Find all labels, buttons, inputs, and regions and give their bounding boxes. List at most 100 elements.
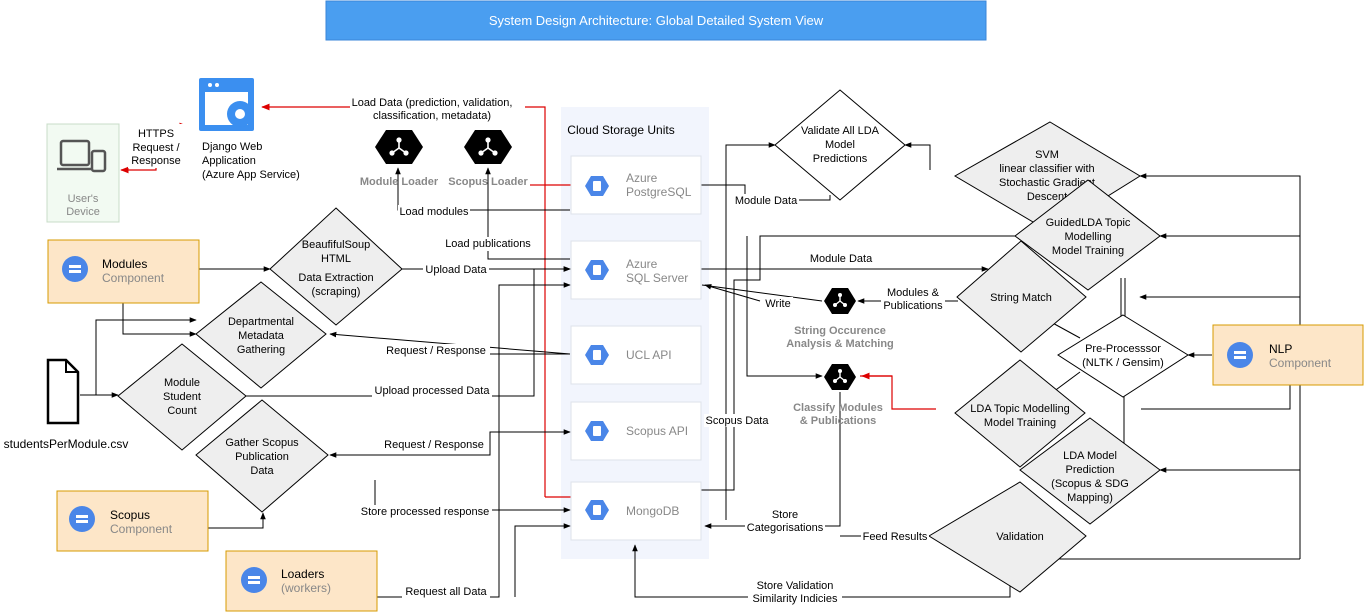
svg-text:Request / Response: Request / Response <box>384 439 484 451</box>
csv-file[interactable]: studentsPerModule.csv <box>4 358 129 451</box>
process-student-count[interactable]: Module Student Count <box>117 343 247 451</box>
nlp-name: NLP <box>1269 342 1292 356</box>
component-icon <box>241 567 267 593</box>
svg-text:Application: Application <box>202 155 256 167</box>
diagram-title: System Design Architecture: Global Detai… <box>489 13 824 28</box>
svg-text:UCL API: UCL API <box>626 348 672 362</box>
svg-text:Pre-Processsor: Pre-Processsor <box>1085 343 1161 355</box>
svg-text:BeaufifulSoup: BeaufifulSoup <box>302 239 371 251</box>
svg-text:Predictions: Predictions <box>813 153 868 165</box>
svg-text:PostgreSQL: PostgreSQL <box>626 185 692 199</box>
component-icon <box>69 506 95 532</box>
file-icon <box>46 358 80 425</box>
edge-labels: Upload Data Request / Response Upload pr… <box>358 194 945 605</box>
svg-text:Feed Results: Feed Results <box>863 531 928 543</box>
svg-text:SQL Server: SQL Server <box>626 271 688 285</box>
device-label-1: User's <box>68 193 99 205</box>
scopus-type: Component <box>110 522 173 536</box>
loaders-name: Loaders <box>281 567 324 581</box>
svg-text:Scopus API: Scopus API <box>626 424 688 438</box>
svg-text:Request all Data: Request all Data <box>405 586 487 598</box>
svg-text:Upload Data: Upload Data <box>425 264 487 276</box>
svg-text:linear classifier with: linear classifier with <box>999 163 1094 175</box>
storage-mongodb[interactable]: MongoDB <box>570 481 702 541</box>
svg-text:Categorisations: Categorisations <box>747 522 824 534</box>
load-data-label: Load Data (prediction, validation, class… <box>350 95 525 123</box>
svg-text:Analysis & Matching: Analysis & Matching <box>786 338 894 350</box>
svg-text:(scraping): (scraping) <box>312 286 361 298</box>
module-loader[interactable]: Module Loader <box>360 130 439 188</box>
django-webapp[interactable]: Django Web Application (Azure App Servic… <box>199 78 300 181</box>
process-preprocessor[interactable]: Pre-Processsor (NLTK / Gensim) <box>1057 314 1189 398</box>
scopus-loader-label: Scopus Loader <box>448 176 528 188</box>
svg-text:Azure: Azure <box>626 257 658 271</box>
svg-text:Student: Student <box>163 391 201 403</box>
component-icon <box>1227 342 1253 368</box>
load-modules-label: Load modules <box>398 205 470 219</box>
svg-text:Modelling: Modelling <box>1064 231 1111 243</box>
svg-text:Write: Write <box>765 298 790 310</box>
https-label: HTTPS Request / Response <box>128 124 188 168</box>
svg-text:(NLTK / Gensim): (NLTK / Gensim) <box>1082 357 1164 369</box>
svg-text:GuidedLDA Topic: GuidedLDA Topic <box>1046 217 1131 229</box>
classify-node[interactable]: Classify Modules & Publications <box>793 364 883 427</box>
users-device[interactable]: User's Device <box>46 123 120 223</box>
svg-text:MongoDB: MongoDB <box>626 504 679 518</box>
process-string-match[interactable]: String Match <box>956 240 1087 353</box>
svg-text:Gathering: Gathering <box>237 344 285 356</box>
svg-text:Validation: Validation <box>996 531 1044 543</box>
nlp-type: Component <box>1269 356 1332 370</box>
svg-text:Stochastic Gradient: Stochastic Gradient <box>999 177 1095 189</box>
process-guided-lda[interactable]: GuidedLDA Topic Modelling Model Training <box>1014 179 1161 291</box>
cloud-storage-title: Cloud Storage Units <box>567 123 674 137</box>
csv-filename: studentsPerModule.csv <box>4 437 129 451</box>
svg-text:Similarity Indicies: Similarity Indicies <box>753 593 838 605</box>
component-scopus[interactable]: Scopus Component <box>56 490 209 552</box>
svg-text:Metadata: Metadata <box>238 330 285 342</box>
process-validation[interactable]: Validation <box>928 481 1087 593</box>
loaders-type: (workers) <box>281 581 331 595</box>
svg-text:Module Data: Module Data <box>810 253 873 265</box>
component-loaders[interactable]: Loaders (workers) <box>225 550 378 612</box>
svg-text:Scopus Data: Scopus Data <box>706 415 770 427</box>
scopus-loader[interactable]: Scopus Loader <box>448 130 528 188</box>
storage-azure-postgres[interactable]: Azure PostgreSQL <box>570 155 702 215</box>
svg-text:Module Data: Module Data <box>735 195 798 207</box>
svg-text:SVM: SVM <box>1035 149 1059 161</box>
svg-text:Model Training: Model Training <box>984 417 1056 429</box>
process-departmental[interactable]: Departmental Metadata Gathering <box>195 281 327 389</box>
process-gather-scopus[interactable]: Gather Scopus Publication Data <box>195 399 329 513</box>
title-banner: System Design Architecture: Global Detai… <box>325 0 987 41</box>
laptop-icon <box>59 139 91 167</box>
string-occurence-node[interactable]: String Occurence Analysis & Matching <box>786 288 894 350</box>
process-lda-training[interactable]: LDA Topic Modelling Model Training <box>954 359 1086 468</box>
component-modules[interactable]: Modules Component <box>47 239 200 304</box>
svg-text:Load modules: Load modules <box>399 206 469 218</box>
storage-scopus-api[interactable]: Scopus API <box>570 401 702 461</box>
storage-azure-sql[interactable]: Azure SQL Server <box>570 240 702 300</box>
svg-text:classification, metadata): classification, metadata) <box>373 110 491 122</box>
svg-text:Request / Response: Request / Response <box>386 345 486 357</box>
svg-text:Data: Data <box>250 465 274 477</box>
component-nlp[interactable]: NLP Component <box>1212 324 1364 386</box>
svg-text:Mapping): Mapping) <box>1067 492 1113 504</box>
module-loader-label: Module Loader <box>360 176 439 188</box>
modules-type: Component <box>102 271 165 285</box>
svg-text:HTML: HTML <box>321 253 351 265</box>
svg-text:Count: Count <box>167 405 196 417</box>
process-lda-prediction[interactable]: LDA Model Prediction (Scopus & SDG Mappi… <box>1019 417 1161 525</box>
svg-text:LDA Topic Modelling: LDA Topic Modelling <box>970 403 1069 415</box>
phone-icon <box>90 149 107 173</box>
process-validate-lda[interactable]: Validate All LDA Model Predictions <box>774 89 906 201</box>
svg-text:Request /: Request / <box>132 142 180 154</box>
svg-text:(Azure App Service): (Azure App Service) <box>202 169 300 181</box>
svg-text:Prediction: Prediction <box>1066 464 1115 476</box>
svg-text:HTTPS: HTTPS <box>138 128 174 140</box>
storage-ucl-api[interactable]: UCL API <box>570 325 702 385</box>
svg-text:& Publications: & Publications <box>800 415 876 427</box>
svg-text:Store Validation: Store Validation <box>757 580 834 592</box>
svg-text:Django Web: Django Web <box>202 141 262 153</box>
svg-text:Upload processed Data: Upload processed Data <box>375 385 491 397</box>
process-beautifulsoup[interactable]: BeaufifulSoup HTML Data Extraction (scra… <box>269 207 403 326</box>
scopus-name: Scopus <box>110 508 150 522</box>
